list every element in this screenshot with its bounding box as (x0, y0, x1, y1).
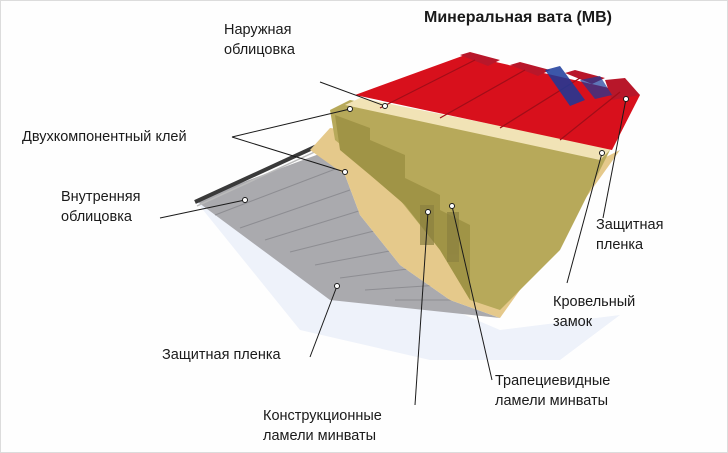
print-marking (545, 66, 585, 106)
inner-cladding-shape (195, 150, 500, 318)
protective-film-shape (195, 200, 620, 360)
foam-strip (345, 98, 612, 160)
mineral-wool-shape (330, 100, 610, 310)
edge-rail (194, 138, 331, 204)
label-protective-film-bottom: Защитная пленка (162, 347, 281, 363)
label-protective-film-right: Защитная пленка (596, 217, 664, 253)
outer-cladding-ribs (460, 52, 640, 100)
label-structural-lamellae: Конструкционные ламели минваты (263, 408, 382, 444)
diagram-title: Минеральная вата (МВ) (424, 9, 612, 26)
label-trapezoid-lamellae: Трапециевидные ламели минваты (495, 373, 611, 409)
label-outer-cladding: Наружная облицовка (224, 22, 295, 58)
label-inner-cladding: Внутренняя облицовка (61, 189, 141, 225)
leader-lines (159, 81, 627, 406)
label-roof-lock: Кровельный замок (553, 294, 636, 330)
leader-dots (242, 96, 629, 289)
label-two-component-glue: Двухкомпонентный клей (22, 129, 187, 145)
inner-cladding-ribs (214, 167, 465, 301)
